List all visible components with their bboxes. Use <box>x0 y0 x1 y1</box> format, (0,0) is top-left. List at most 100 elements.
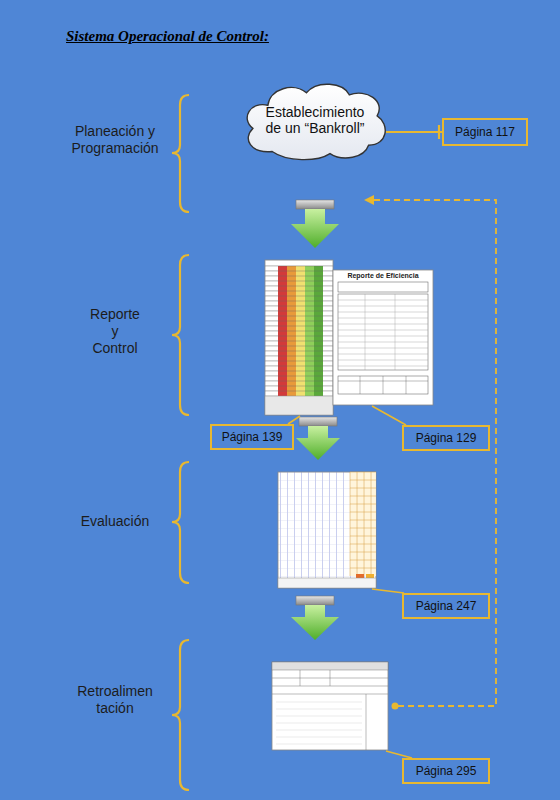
illustration-stroke <box>338 342 428 343</box>
illustration-stroke <box>338 366 428 367</box>
feedback-form <box>272 662 388 750</box>
illustration-stroke <box>276 702 362 744</box>
illustration-stroke <box>350 472 376 576</box>
report-form <box>333 270 433 405</box>
illustration-stroke <box>350 552 376 553</box>
illustration-stroke <box>392 703 399 710</box>
illustration-stroke <box>265 376 333 377</box>
illustration-stroke <box>272 662 388 750</box>
node-text-group: Establecimiento de un “Bankroll” <box>261 104 369 136</box>
illustration-stroke <box>172 640 189 790</box>
illustration-stroke <box>265 291 333 292</box>
illustration-stroke <box>338 294 428 370</box>
page-reference: Página 295 <box>416 764 477 778</box>
illustration-stroke <box>372 589 404 593</box>
page-callout: Página 247 <box>402 593 490 619</box>
illustration-stroke <box>265 361 333 362</box>
illustration-stroke <box>350 512 376 513</box>
cloud-outline <box>247 84 385 159</box>
illustration-stroke <box>338 348 428 349</box>
illustration-stroke <box>364 472 365 576</box>
illustration-stroke <box>265 381 333 382</box>
illustration-stroke <box>265 396 333 415</box>
illustration-stroke <box>265 286 333 287</box>
illustration-stroke <box>350 528 376 529</box>
diagram-title: Sistema Operacional de Control: <box>66 28 269 45</box>
illustration-stroke <box>172 255 189 415</box>
illustration-stroke <box>291 605 339 640</box>
form-title: Reporte de Eficiencia <box>337 272 429 280</box>
illustration-stroke <box>265 311 333 312</box>
illustration-stroke <box>265 371 333 372</box>
node-text-group: Página 295 <box>416 764 477 778</box>
illustration-stroke <box>265 306 333 307</box>
illustration-stroke <box>265 321 333 322</box>
illustration-stroke <box>265 271 333 272</box>
node-text-group: Página 129 <box>416 431 477 445</box>
page-reference: Página 247 <box>416 599 477 613</box>
illustration-stroke <box>350 496 376 497</box>
illustration-stroke <box>338 318 428 319</box>
illustration-stroke <box>265 386 333 387</box>
illustration-stroke <box>272 662 388 670</box>
illustration-stroke <box>338 376 428 394</box>
illustration-stroke <box>265 341 333 342</box>
spreadsheet-thumbnail <box>265 260 333 415</box>
illustration-stroke <box>350 472 351 576</box>
illustration-stroke <box>296 426 340 460</box>
node-text-group: Página 139 <box>222 430 283 444</box>
illustration-stroke <box>265 346 333 347</box>
illustration-stroke <box>265 331 333 332</box>
illustration-stroke <box>278 472 376 588</box>
illustration-stroke <box>276 744 362 745</box>
connector-line <box>386 131 442 133</box>
page-callout: Página 139 <box>210 424 294 450</box>
illustration-stroke <box>265 351 333 352</box>
illustration-stroke <box>265 336 333 337</box>
illustration-stroke <box>265 260 333 415</box>
illustration-stroke <box>364 195 374 205</box>
illustration-stroke <box>276 737 362 738</box>
illustration-stroke <box>357 472 358 576</box>
illustration-stroke <box>296 596 334 605</box>
stage-label: Evaluación <box>60 513 170 530</box>
illustration-stroke <box>338 336 428 337</box>
cloud-text: Establecimiento de un “Bankroll” <box>261 104 369 136</box>
illustration-stroke <box>338 282 428 292</box>
illustration-stroke <box>372 406 406 425</box>
illustration-stroke <box>350 472 376 473</box>
illustration-stroke <box>350 520 376 521</box>
stage-brace <box>172 95 189 790</box>
page-callout: Página 129 <box>402 425 490 451</box>
cloud-shape: Establecimiento de un “Bankroll” <box>240 78 390 162</box>
illustration-stroke <box>365 294 395 370</box>
node-text-group: Página 247 <box>416 599 477 613</box>
illustration-stroke <box>265 276 333 277</box>
illustration-stroke <box>265 356 333 357</box>
illustration-stroke <box>276 709 362 710</box>
illustration-stroke <box>265 326 333 327</box>
illustration-stroke <box>265 316 333 317</box>
illustration-stroke <box>338 294 428 370</box>
illustration-stroke <box>350 504 376 505</box>
connector <box>386 125 442 139</box>
illustration-stroke <box>276 723 362 724</box>
illustration-stroke <box>276 730 362 731</box>
illustration-stroke <box>333 270 433 405</box>
stage-label: Planeación y Programación <box>61 123 169 157</box>
illustration-stroke <box>338 330 428 331</box>
connector-end-bar <box>438 125 440 139</box>
illustration-stroke <box>350 536 376 537</box>
illustration-stroke <box>338 324 428 325</box>
illustration-stroke <box>350 472 376 576</box>
illustration-stroke <box>371 472 372 576</box>
illustration-stroke <box>350 488 376 489</box>
illustration-stroke <box>276 716 362 717</box>
illustration-stroke <box>265 366 333 367</box>
illustration-stroke <box>265 260 333 415</box>
illustration-stroke <box>278 578 376 588</box>
illustration-stroke <box>288 416 300 424</box>
illustration-stroke <box>265 391 333 392</box>
illustration-stroke <box>350 544 376 545</box>
